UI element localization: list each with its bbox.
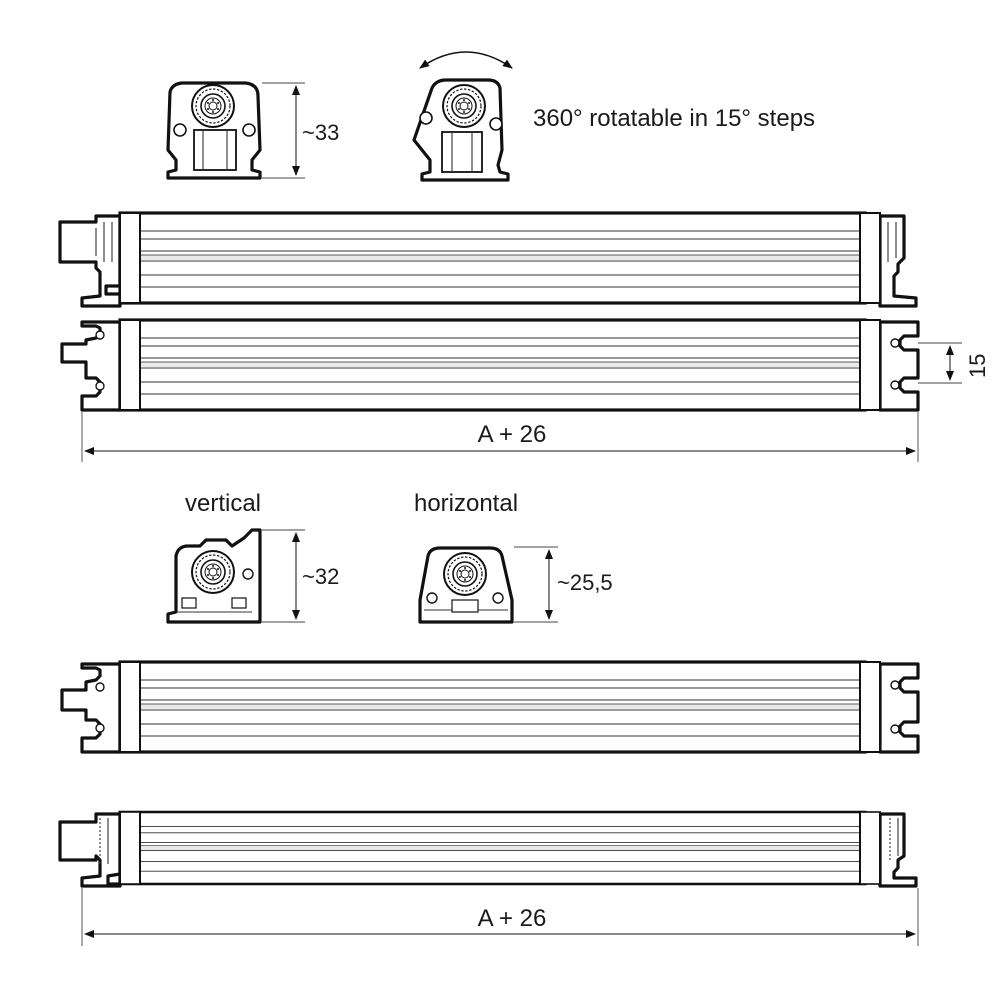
rotation-note: 360° rotatable in 15° steps (533, 105, 815, 132)
dim-slot-spacing (918, 342, 962, 384)
mount-vertical-label: vertical (185, 490, 261, 517)
dim-slot-spacing-label: 15 (965, 354, 990, 378)
dim-side-height-label: ~33 (302, 120, 339, 145)
dim-vertical-height (262, 529, 305, 623)
luminaire-top-view (60, 318, 920, 412)
luminaire-side-view-bottom (58, 810, 918, 888)
mount-horizontal-label: horizontal (414, 490, 518, 517)
side-view-rotated (412, 51, 513, 182)
dim-length-bottom (81, 888, 919, 946)
dim-length-top-label: A + 26 (478, 421, 547, 448)
dim-horizontal-height (514, 546, 558, 623)
dim-length-top (81, 412, 919, 462)
dim-horizontal-height-label: ~25,5 (557, 570, 613, 595)
end-view-vertical (166, 528, 262, 624)
end-view-horizontal (418, 546, 514, 624)
luminaire-top-view-lower (60, 660, 920, 754)
side-view-straight (166, 81, 262, 180)
dim-length-bottom-label: A + 26 (478, 905, 547, 932)
dim-side-height (262, 82, 305, 179)
luminaire-side-view-top (58, 211, 918, 308)
rotation-arrow (419, 51, 513, 69)
dim-vertical-height-label: ~32 (302, 564, 339, 589)
